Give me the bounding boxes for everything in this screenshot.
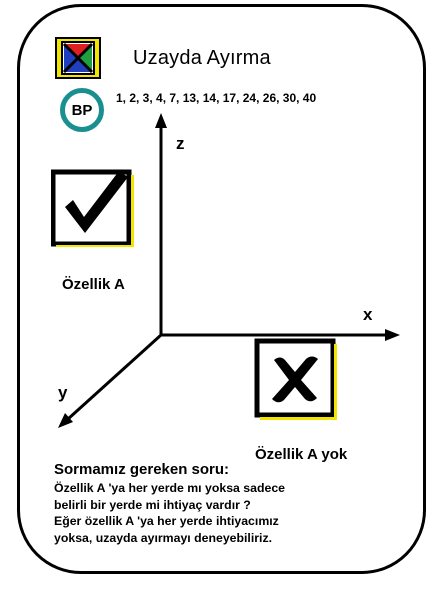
question-line: yoksa, uzayda ayırmayı deneyebiliriz. (54, 530, 273, 545)
question-line: Eğer özellik A 'ya her yerde ihtiyacımız (54, 514, 279, 528)
x-axis-arrow (385, 329, 400, 341)
bp-badge-label: BP (71, 101, 93, 119)
z-axis-arrow (155, 113, 167, 128)
question-heading: Sormamız gereken soru: (54, 461, 230, 478)
feature-absent-label: Özellik A yok (255, 446, 348, 463)
y-axis-arrow (58, 413, 73, 428)
x-axis-label: x (363, 305, 373, 324)
bp-numbers: 1, 2, 3, 4, 7, 13, 14, 17, 24, 26, 30, 4… (116, 91, 317, 105)
y-axis-line (66, 333, 163, 421)
triz-logo-icon (55, 37, 101, 79)
question-block: Sormamız gereken soru: Özellik A 'ya her… (54, 461, 404, 546)
question-line: Özellik A 'ya her yerde mı yoksa sadece (54, 481, 285, 495)
question-line: belirli bir yerde mi ihtiyaç vardır ? (54, 497, 251, 512)
checkbox-checked-icon (51, 169, 134, 247)
feature-present-label: Özellik A (62, 276, 125, 293)
slide-title: Uzayda Ayırma (133, 47, 271, 69)
y-axis-label: y (58, 383, 68, 402)
z-axis-label: z (176, 134, 185, 153)
checkbox-cross-icon (254, 338, 337, 420)
bp-badge: BP (60, 88, 104, 132)
